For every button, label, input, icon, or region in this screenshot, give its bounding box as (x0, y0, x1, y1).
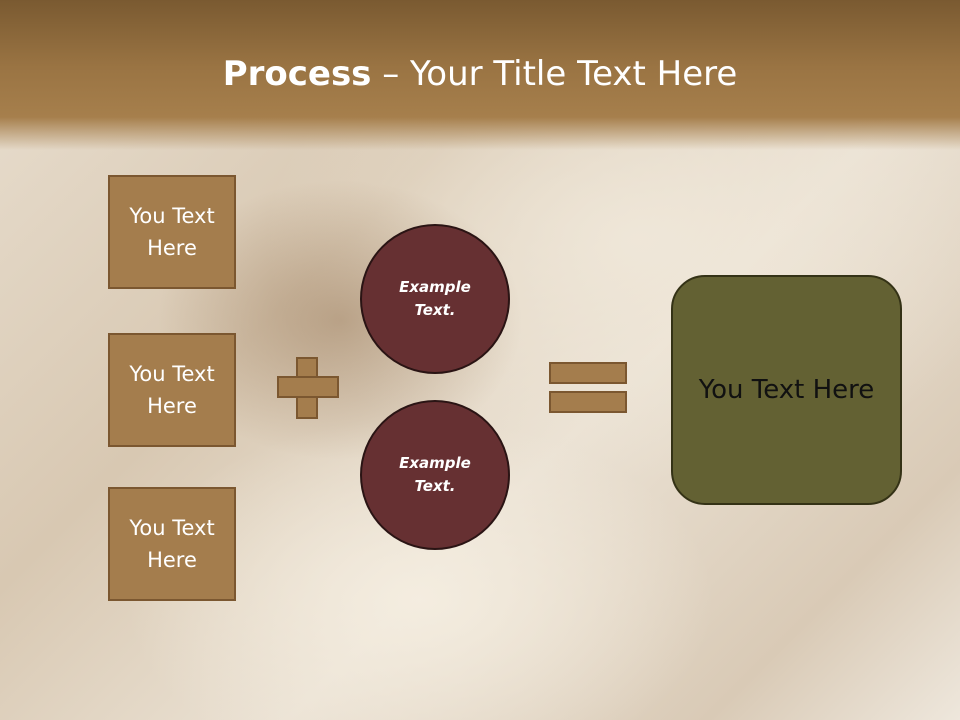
result-label: You Text Here (698, 375, 875, 405)
slide-title: Process – Your Title Text Here (0, 52, 960, 96)
plus-center (298, 378, 316, 396)
result-box: You Text Here (671, 275, 902, 505)
input-box-label: You Text Here (129, 204, 215, 260)
title-bold: Process (222, 54, 372, 94)
input-box-1: You Text Here (108, 175, 236, 289)
input-box-label: You Text Here (129, 362, 215, 418)
example-circle-2: Example Text. (360, 400, 510, 550)
input-box-2: You Text Here (108, 333, 236, 447)
title-band (0, 0, 960, 150)
input-box-3: You Text Here (108, 487, 236, 601)
title-rest: – Your Title Text Here (371, 54, 738, 94)
example-circle-1: Example Text. (360, 224, 510, 374)
equals-top-bar (549, 362, 627, 384)
circle-label: Example Text. (399, 278, 471, 319)
input-box-label: You Text Here (129, 516, 215, 572)
equals-bottom-bar (549, 391, 627, 413)
circle-label: Example Text. (399, 454, 471, 495)
